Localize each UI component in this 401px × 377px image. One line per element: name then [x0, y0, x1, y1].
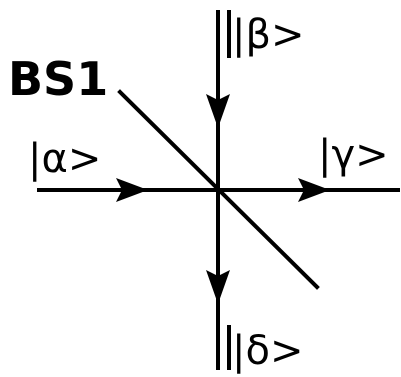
port-label-gamma: |γ>	[318, 132, 389, 178]
port-label-alpha: |α>	[28, 136, 101, 182]
arrow-down-bottom-icon	[206, 270, 230, 304]
arrow-down-top-icon	[206, 94, 230, 128]
arrow-right-output-icon	[298, 178, 330, 202]
port-label-delta: |δ>	[232, 328, 303, 374]
beam-splitter-label: BS1	[8, 52, 108, 106]
arrow-right-input-icon	[116, 178, 148, 202]
port-label-beta: |β>	[232, 12, 305, 58]
